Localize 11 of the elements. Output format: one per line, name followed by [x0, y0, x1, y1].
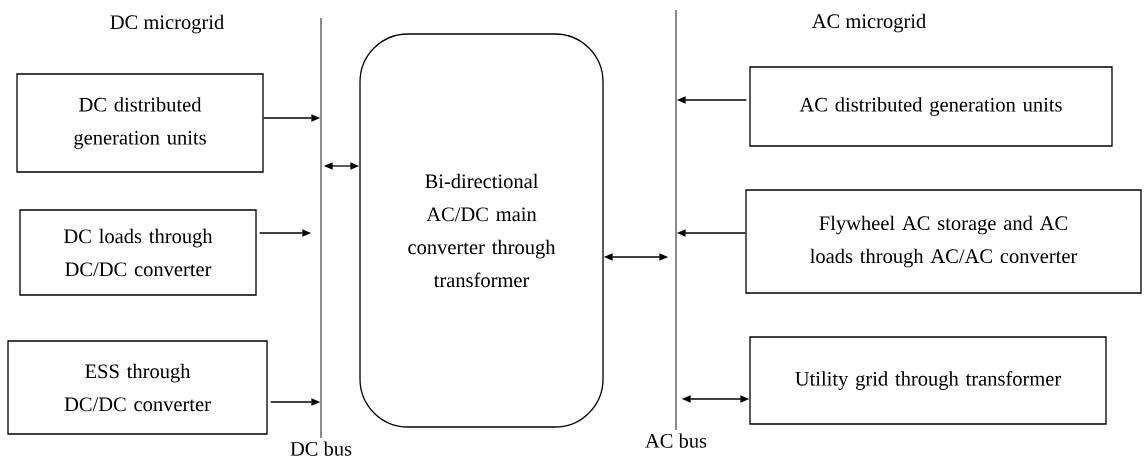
section-label: AC microgrid	[812, 13, 926, 33]
text-box: DC distributed generation units	[16, 73, 264, 173]
text-box: ESS through DC/DC converter	[7, 340, 268, 435]
section-label: DC microgrid	[110, 14, 224, 34]
text-box: Utility grid through transformer	[749, 336, 1107, 425]
converter-box: Bi-directional AC/DC main converter through transformer	[359, 33, 604, 428]
bus-line: AC bus	[645, 10, 707, 448]
bus-line: DC bus	[290, 18, 352, 456]
text-box: Flywheel AC storage and AC loads through AC/AC converter	[745, 189, 1142, 294]
text-box: DC loads through DC/DC converter	[19, 209, 257, 296]
text-box: AC distributed generation units	[749, 66, 1113, 147]
